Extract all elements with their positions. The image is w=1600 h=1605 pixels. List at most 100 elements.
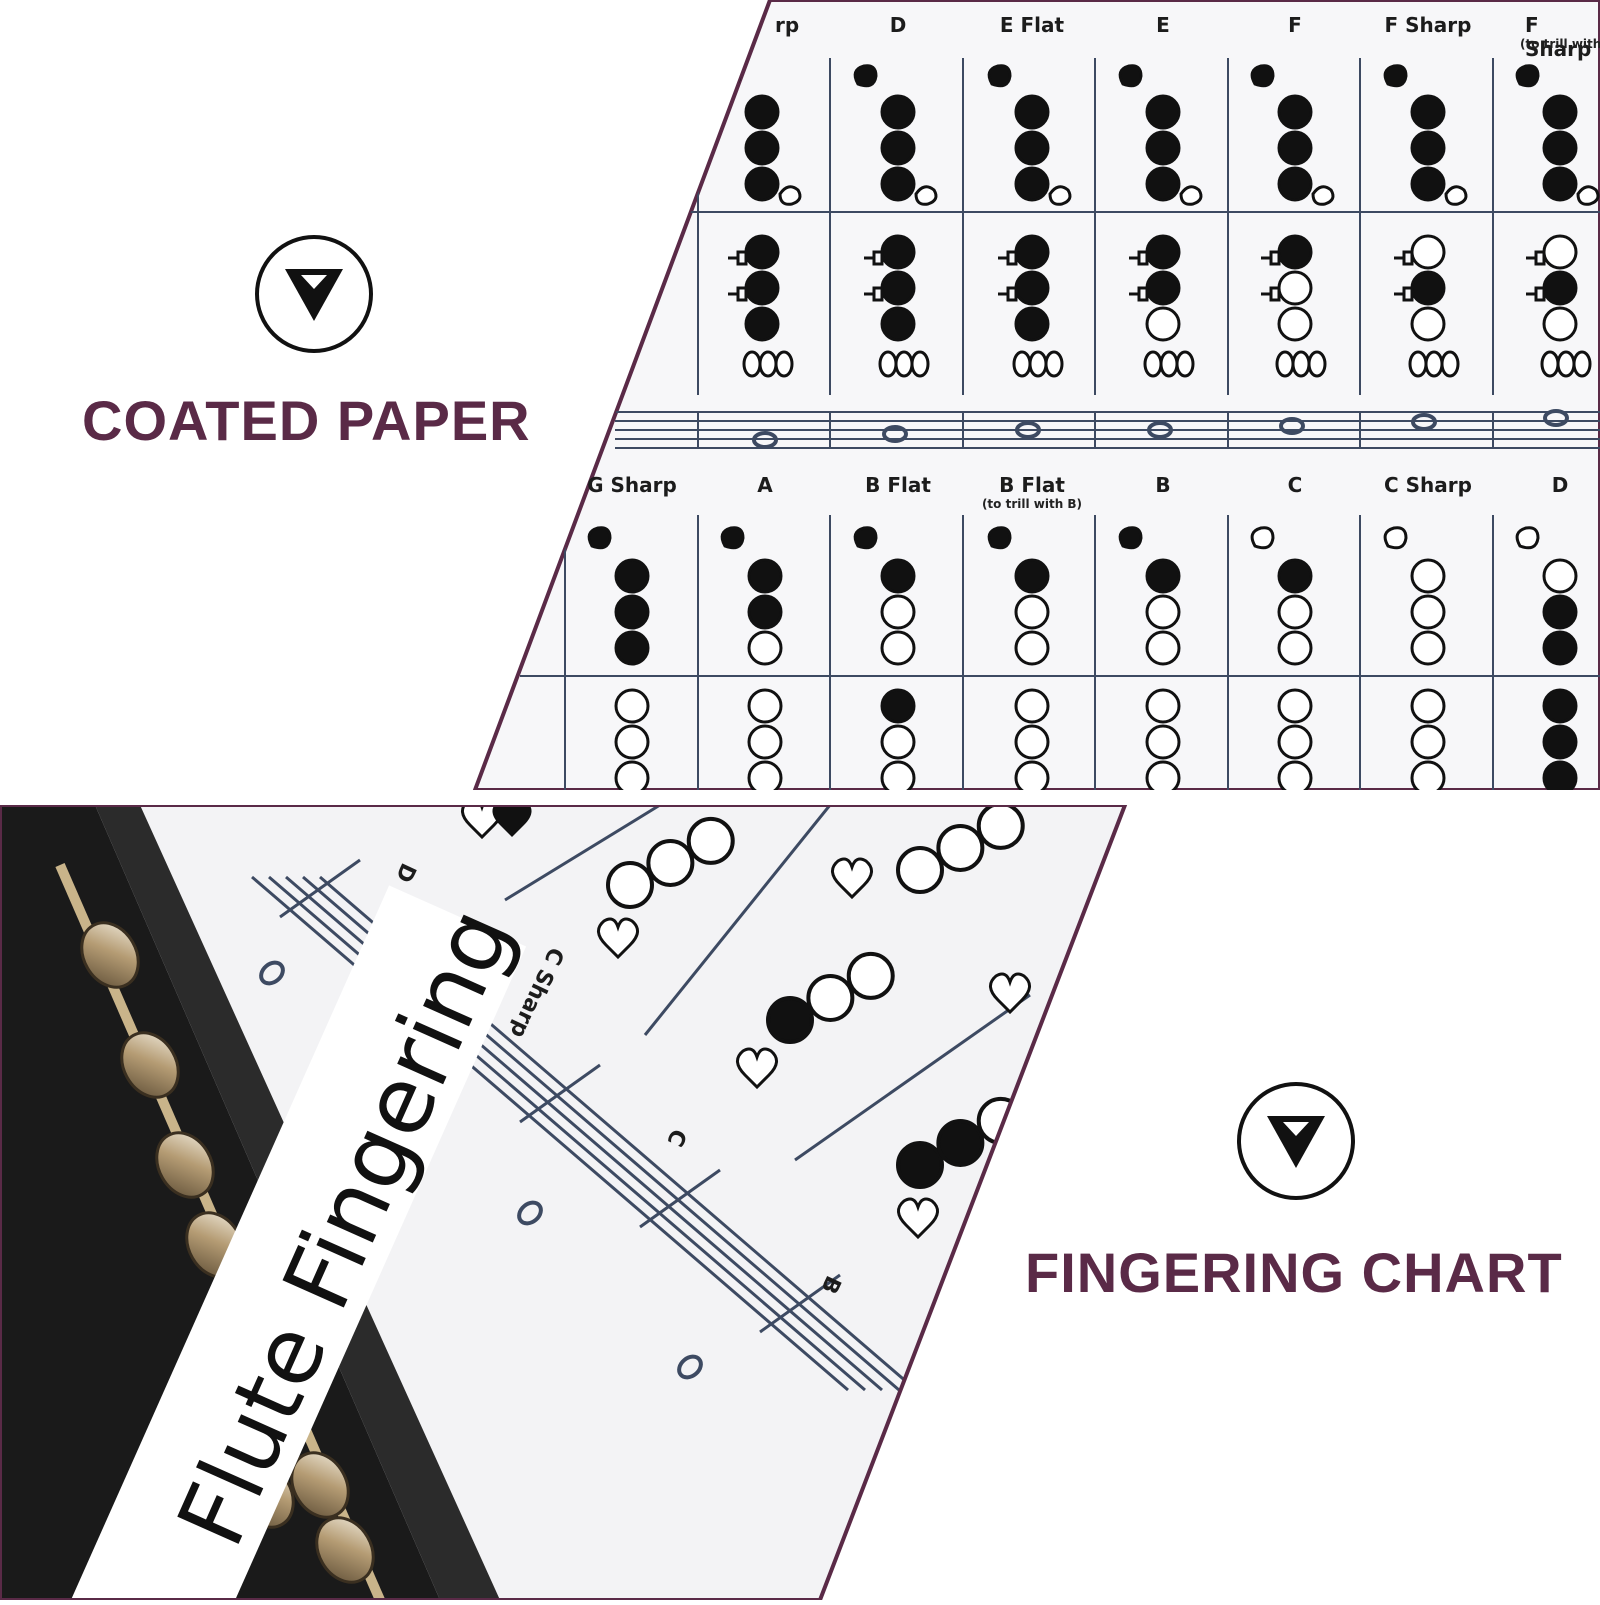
tone-hole xyxy=(1145,594,1181,630)
tone-hole xyxy=(1410,234,1446,270)
tone-hole xyxy=(1014,688,1050,724)
tone-hole xyxy=(1277,166,1313,202)
flute-key xyxy=(155,1131,215,1199)
tone-hole xyxy=(1542,94,1578,130)
side-key xyxy=(492,805,532,837)
tone-hole xyxy=(880,760,916,790)
tone-hole xyxy=(1542,166,1578,202)
tone-hole xyxy=(1410,306,1446,342)
whole-note xyxy=(517,1200,543,1226)
foot-key xyxy=(1556,350,1576,378)
side-key xyxy=(1576,185,1600,206)
tone-hole xyxy=(614,630,650,666)
tone-hole xyxy=(1277,630,1313,666)
tone-hole xyxy=(880,688,916,724)
flute-chart-photo xyxy=(0,803,1130,1602)
trill-key xyxy=(728,286,748,302)
tone-hole xyxy=(1410,270,1446,306)
chevron-down-icon xyxy=(285,269,343,321)
tone-hole xyxy=(1145,760,1181,790)
thumb-key xyxy=(1250,526,1275,550)
tone-hole xyxy=(646,838,695,887)
tone-hole xyxy=(1145,166,1181,202)
tone-hole xyxy=(747,630,783,666)
tone-hole xyxy=(744,94,780,130)
whole-note xyxy=(1411,413,1437,431)
tone-hole xyxy=(936,823,985,872)
foot-key xyxy=(1275,350,1295,378)
foot-key xyxy=(742,350,762,378)
flute-key xyxy=(80,921,140,989)
tone-hole xyxy=(976,1096,1025,1145)
tone-hole xyxy=(744,234,780,270)
tone-hole xyxy=(686,816,735,865)
tone-hole xyxy=(1145,630,1181,666)
tone-hole xyxy=(1277,94,1313,130)
thumb-key xyxy=(1250,64,1275,88)
foot-key xyxy=(1159,350,1179,378)
foot-key xyxy=(1307,350,1327,378)
whole-note xyxy=(882,425,908,443)
tone-hole xyxy=(880,166,916,202)
column-rule xyxy=(794,993,1031,1162)
row2-note-label: C Sharp xyxy=(1384,473,1472,497)
whole-note xyxy=(1147,421,1173,439)
tone-hole xyxy=(806,973,855,1022)
tone-hole xyxy=(880,94,916,130)
row1-note-label: F xyxy=(1288,13,1302,37)
tone-hole xyxy=(744,270,780,306)
tone-hole xyxy=(1410,594,1446,630)
side-key xyxy=(1444,185,1468,206)
tone-hole xyxy=(1014,166,1050,202)
row2-note-label: A xyxy=(757,473,773,497)
tone-hole xyxy=(1542,306,1578,342)
thumb-key xyxy=(1515,64,1540,88)
row1-note-label: F Sharp xyxy=(1384,13,1472,37)
whole-note xyxy=(259,960,285,986)
flute-key xyxy=(120,1031,180,1099)
thumb-key xyxy=(987,526,1012,550)
tone-hole xyxy=(1014,234,1050,270)
tone-hole xyxy=(880,724,916,760)
tone-hole xyxy=(1542,760,1578,790)
tone-hole xyxy=(1277,724,1313,760)
tone-hole xyxy=(1277,270,1313,306)
side-key xyxy=(831,857,873,900)
tone-hole xyxy=(1145,94,1181,130)
tone-hole xyxy=(614,594,650,630)
row1-note-label: F Sharp xyxy=(1525,13,1592,61)
bar-line xyxy=(759,1273,841,1334)
flute-key xyxy=(290,1451,350,1519)
row1-note-label: E xyxy=(1156,13,1170,37)
tone-hole xyxy=(1542,130,1578,166)
row1-note-label: D xyxy=(889,13,907,37)
tone-hole xyxy=(744,306,780,342)
foot-key xyxy=(1424,350,1444,378)
tone-hole xyxy=(1145,688,1181,724)
tone-hole xyxy=(1277,558,1313,594)
tone-hole xyxy=(880,558,916,594)
foot-key xyxy=(1175,350,1195,378)
column-rule xyxy=(643,805,832,1036)
chevron-down-badge-top xyxy=(255,235,373,353)
thumb-key xyxy=(1383,64,1408,88)
thumb-key xyxy=(853,526,878,550)
whole-note xyxy=(752,431,778,449)
rotated-chart-scene xyxy=(0,803,1128,1602)
trill-key xyxy=(864,286,884,302)
tone-hole xyxy=(880,270,916,306)
foot-key xyxy=(1143,350,1163,378)
foot-key xyxy=(1572,350,1592,378)
whole-note xyxy=(677,1354,703,1380)
whole-note xyxy=(1543,409,1569,427)
thumb-key xyxy=(1118,64,1143,88)
thumb-key xyxy=(587,526,612,550)
tone-hole xyxy=(1542,270,1578,306)
tone-hole xyxy=(614,724,650,760)
foot-key xyxy=(1540,350,1560,378)
coated-paper-photo xyxy=(0,0,1600,792)
row2-trill-note: (to trill with B) xyxy=(981,497,1083,511)
foot-key xyxy=(758,350,778,378)
chevron-down-badge-bottom xyxy=(1237,1082,1355,1200)
staff-line xyxy=(251,875,849,1392)
